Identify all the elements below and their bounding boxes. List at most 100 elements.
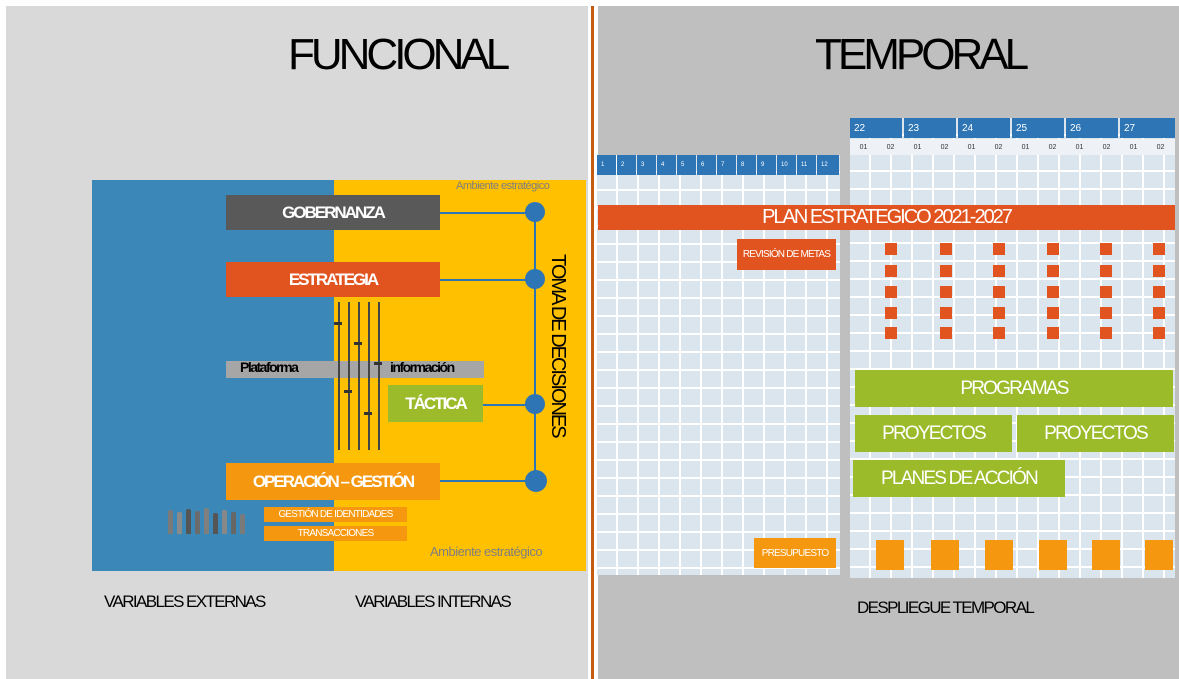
sub-header: 01 xyxy=(859,143,868,151)
milestone-square xyxy=(1100,286,1112,298)
variables-externas-label: VARIABLES EXTERNAS xyxy=(104,592,266,611)
milestone-square xyxy=(1153,327,1165,339)
sub-header: 02 xyxy=(886,143,895,151)
ambiente-top-label: Ambiente estratégico xyxy=(456,180,550,192)
milestone-square xyxy=(885,307,897,319)
presupuesto-box: PRESUPUESTO xyxy=(754,538,836,568)
node-dot-estrategia xyxy=(525,269,545,289)
month-header: 8 xyxy=(737,155,756,175)
milestone-square xyxy=(1100,265,1112,277)
month-header: 9 xyxy=(757,155,776,175)
month-header: 2 xyxy=(617,155,636,175)
yearly-grid xyxy=(850,118,1175,578)
milestone-square xyxy=(940,307,952,319)
node-dot-gobernanza xyxy=(525,202,545,222)
proyectos-box-2: PROYECTOS xyxy=(1017,415,1174,452)
milestone-square xyxy=(1153,265,1165,277)
node-dot-operacion xyxy=(525,470,547,492)
milestone-square xyxy=(1047,307,1059,319)
sub-header: 02 xyxy=(1048,143,1057,151)
budget-square xyxy=(1039,540,1067,570)
operacion-box: OPERACIÓN – GESTIÓN xyxy=(226,463,440,500)
connector-tactica xyxy=(483,404,536,406)
transacciones-box: TRANSACCIONES xyxy=(264,526,407,541)
sub-header: 02 xyxy=(994,143,1003,151)
year-header: 26 xyxy=(1066,118,1118,138)
despliegue-temporal-label: DESPLIEGUE TEMPORAL xyxy=(857,598,1035,617)
platform-bar xyxy=(226,361,484,378)
month-header: 6 xyxy=(697,155,716,175)
milestone-square xyxy=(940,327,952,339)
connector-operacion xyxy=(440,480,536,482)
milestone-square xyxy=(885,265,897,277)
milestone-square xyxy=(993,265,1005,277)
tactica-box: TÁCTICA xyxy=(388,385,483,422)
sub-header: 02 xyxy=(1156,143,1165,151)
decision-axis xyxy=(534,212,536,482)
budget-square xyxy=(985,540,1013,570)
milestone-square xyxy=(1047,327,1059,339)
month-header: 5 xyxy=(677,155,696,175)
milestone-square xyxy=(1047,243,1059,255)
month-header: 4 xyxy=(657,155,676,175)
month-header: 10 xyxy=(777,155,796,175)
informacion-label: información xyxy=(390,359,455,375)
year-header-row: 22 23 24 25 26 27 xyxy=(850,118,1175,138)
sub-header: 02 xyxy=(1102,143,1111,151)
revision-metas-box: REVISIÓN DE METAS xyxy=(737,239,836,270)
month-header: 11 xyxy=(797,155,816,175)
funcional-title: FUNCIONAL xyxy=(288,30,510,79)
milestone-square xyxy=(885,286,897,298)
temporal-title: TEMPORAL xyxy=(815,30,1029,79)
milestone-square xyxy=(885,243,897,255)
month-header: 3 xyxy=(637,155,656,175)
connector-gobernanza xyxy=(440,212,536,214)
milestone-square xyxy=(1100,243,1112,255)
budget-square xyxy=(876,540,904,570)
toma-decisiones-label: TOMA DE DECISIONES xyxy=(547,254,569,437)
people-icon xyxy=(168,506,256,534)
milestone-square xyxy=(940,286,952,298)
milestone-square xyxy=(940,265,952,277)
milestone-square xyxy=(993,327,1005,339)
year-header: 25 xyxy=(1012,118,1064,138)
milestone-square xyxy=(1153,243,1165,255)
plan-estrategico-bar: PLAN ESTRATEGICO 2021-2027 xyxy=(598,205,1175,230)
year-header: 22 xyxy=(850,118,902,138)
sub-header-row: 01 02 01 02 01 02 01 02 01 02 01 02 xyxy=(850,139,1175,155)
milestone-square xyxy=(1047,265,1059,277)
sub-header: 01 xyxy=(1129,143,1138,151)
month-header-row: 1 2 3 4 5 6 7 8 9 10 11 12 xyxy=(597,155,840,175)
milestone-square xyxy=(993,243,1005,255)
sub-header: 01 xyxy=(1075,143,1084,151)
milestone-square xyxy=(993,307,1005,319)
sub-header: 01 xyxy=(967,143,976,151)
plataforma-label: Plataforma xyxy=(240,359,299,375)
year-header: 24 xyxy=(958,118,1010,138)
month-header: 1 xyxy=(597,155,616,175)
gobernanza-box: GOBERNANZA xyxy=(226,195,440,230)
month-header: 12 xyxy=(817,155,839,175)
estrategia-box: ESTRATEGIA xyxy=(226,262,440,297)
milestone-square xyxy=(1100,327,1112,339)
sub-header: 01 xyxy=(913,143,922,151)
year-header: 23 xyxy=(904,118,956,138)
budget-square xyxy=(1145,540,1173,570)
variables-internas-label: VARIABLES INTERNAS xyxy=(355,592,512,611)
budget-square xyxy=(1092,540,1120,570)
gestion-identidades-box: GESTIÓN DE IDENTIDADES xyxy=(264,507,407,522)
milestone-square xyxy=(1153,286,1165,298)
ambiente-bottom-label: Ambiente estratégico xyxy=(430,544,543,559)
milestones xyxy=(885,243,1170,339)
budget-square xyxy=(931,540,959,570)
programas-box: PROGRAMAS xyxy=(855,370,1173,407)
milestone-square xyxy=(885,327,897,339)
milestone-square xyxy=(1047,286,1059,298)
month-header: 7 xyxy=(717,155,736,175)
milestone-square xyxy=(940,243,952,255)
milestone-square xyxy=(993,286,1005,298)
proyectos-box-1: PROYECTOS xyxy=(855,415,1012,452)
year-header: 27 xyxy=(1120,118,1175,138)
milestone-square xyxy=(1153,307,1165,319)
milestone-square xyxy=(1100,307,1112,319)
